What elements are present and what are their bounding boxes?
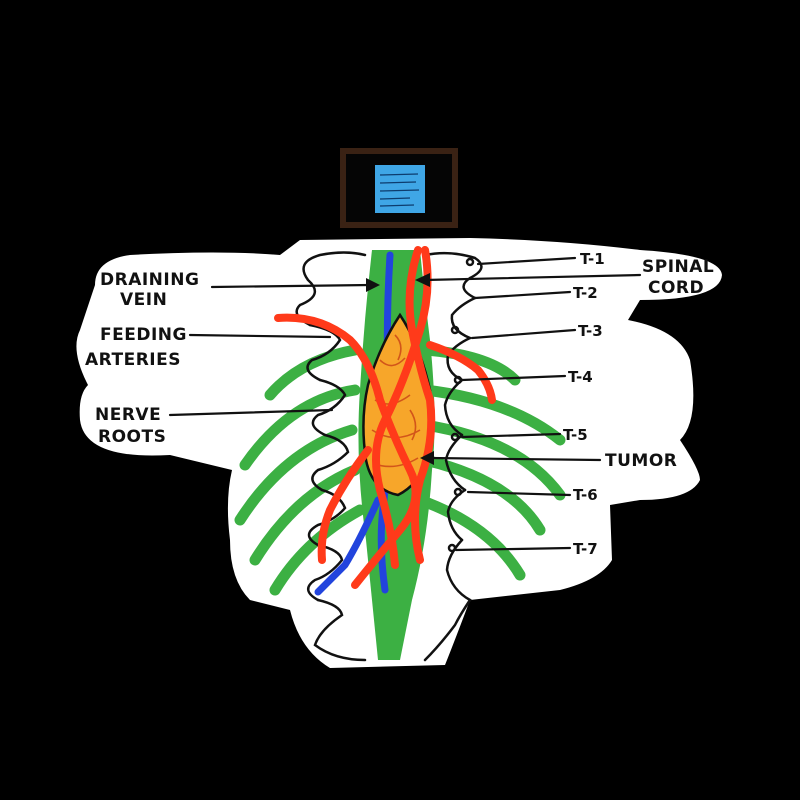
label-feeding-arteries-2: ARTERIES <box>85 350 181 370</box>
label-spinal-cord-2: CORD <box>648 278 704 298</box>
label-t1: T-1 <box>580 250 605 268</box>
label-t5: T-5 <box>563 426 588 444</box>
label-t2: T-2 <box>573 284 598 302</box>
label-t6: T-6 <box>573 486 598 504</box>
label-feeding-arteries-1: FEEDING <box>100 325 187 345</box>
framed-note-icon <box>340 148 458 228</box>
label-nerve-roots-2: ROOTS <box>98 427 166 447</box>
label-draining-vein-2: VEIN <box>120 290 167 310</box>
label-nerve-roots-1: NERVE <box>95 405 161 425</box>
label-t4: T-4 <box>568 368 593 386</box>
label-draining-vein-1: DRAINING <box>100 270 199 290</box>
label-t7: T-7 <box>573 540 598 558</box>
label-spinal-cord-1: SPINAL <box>642 257 714 277</box>
label-tumor: TUMOR <box>605 451 677 471</box>
label-t3: T-3 <box>578 322 603 340</box>
